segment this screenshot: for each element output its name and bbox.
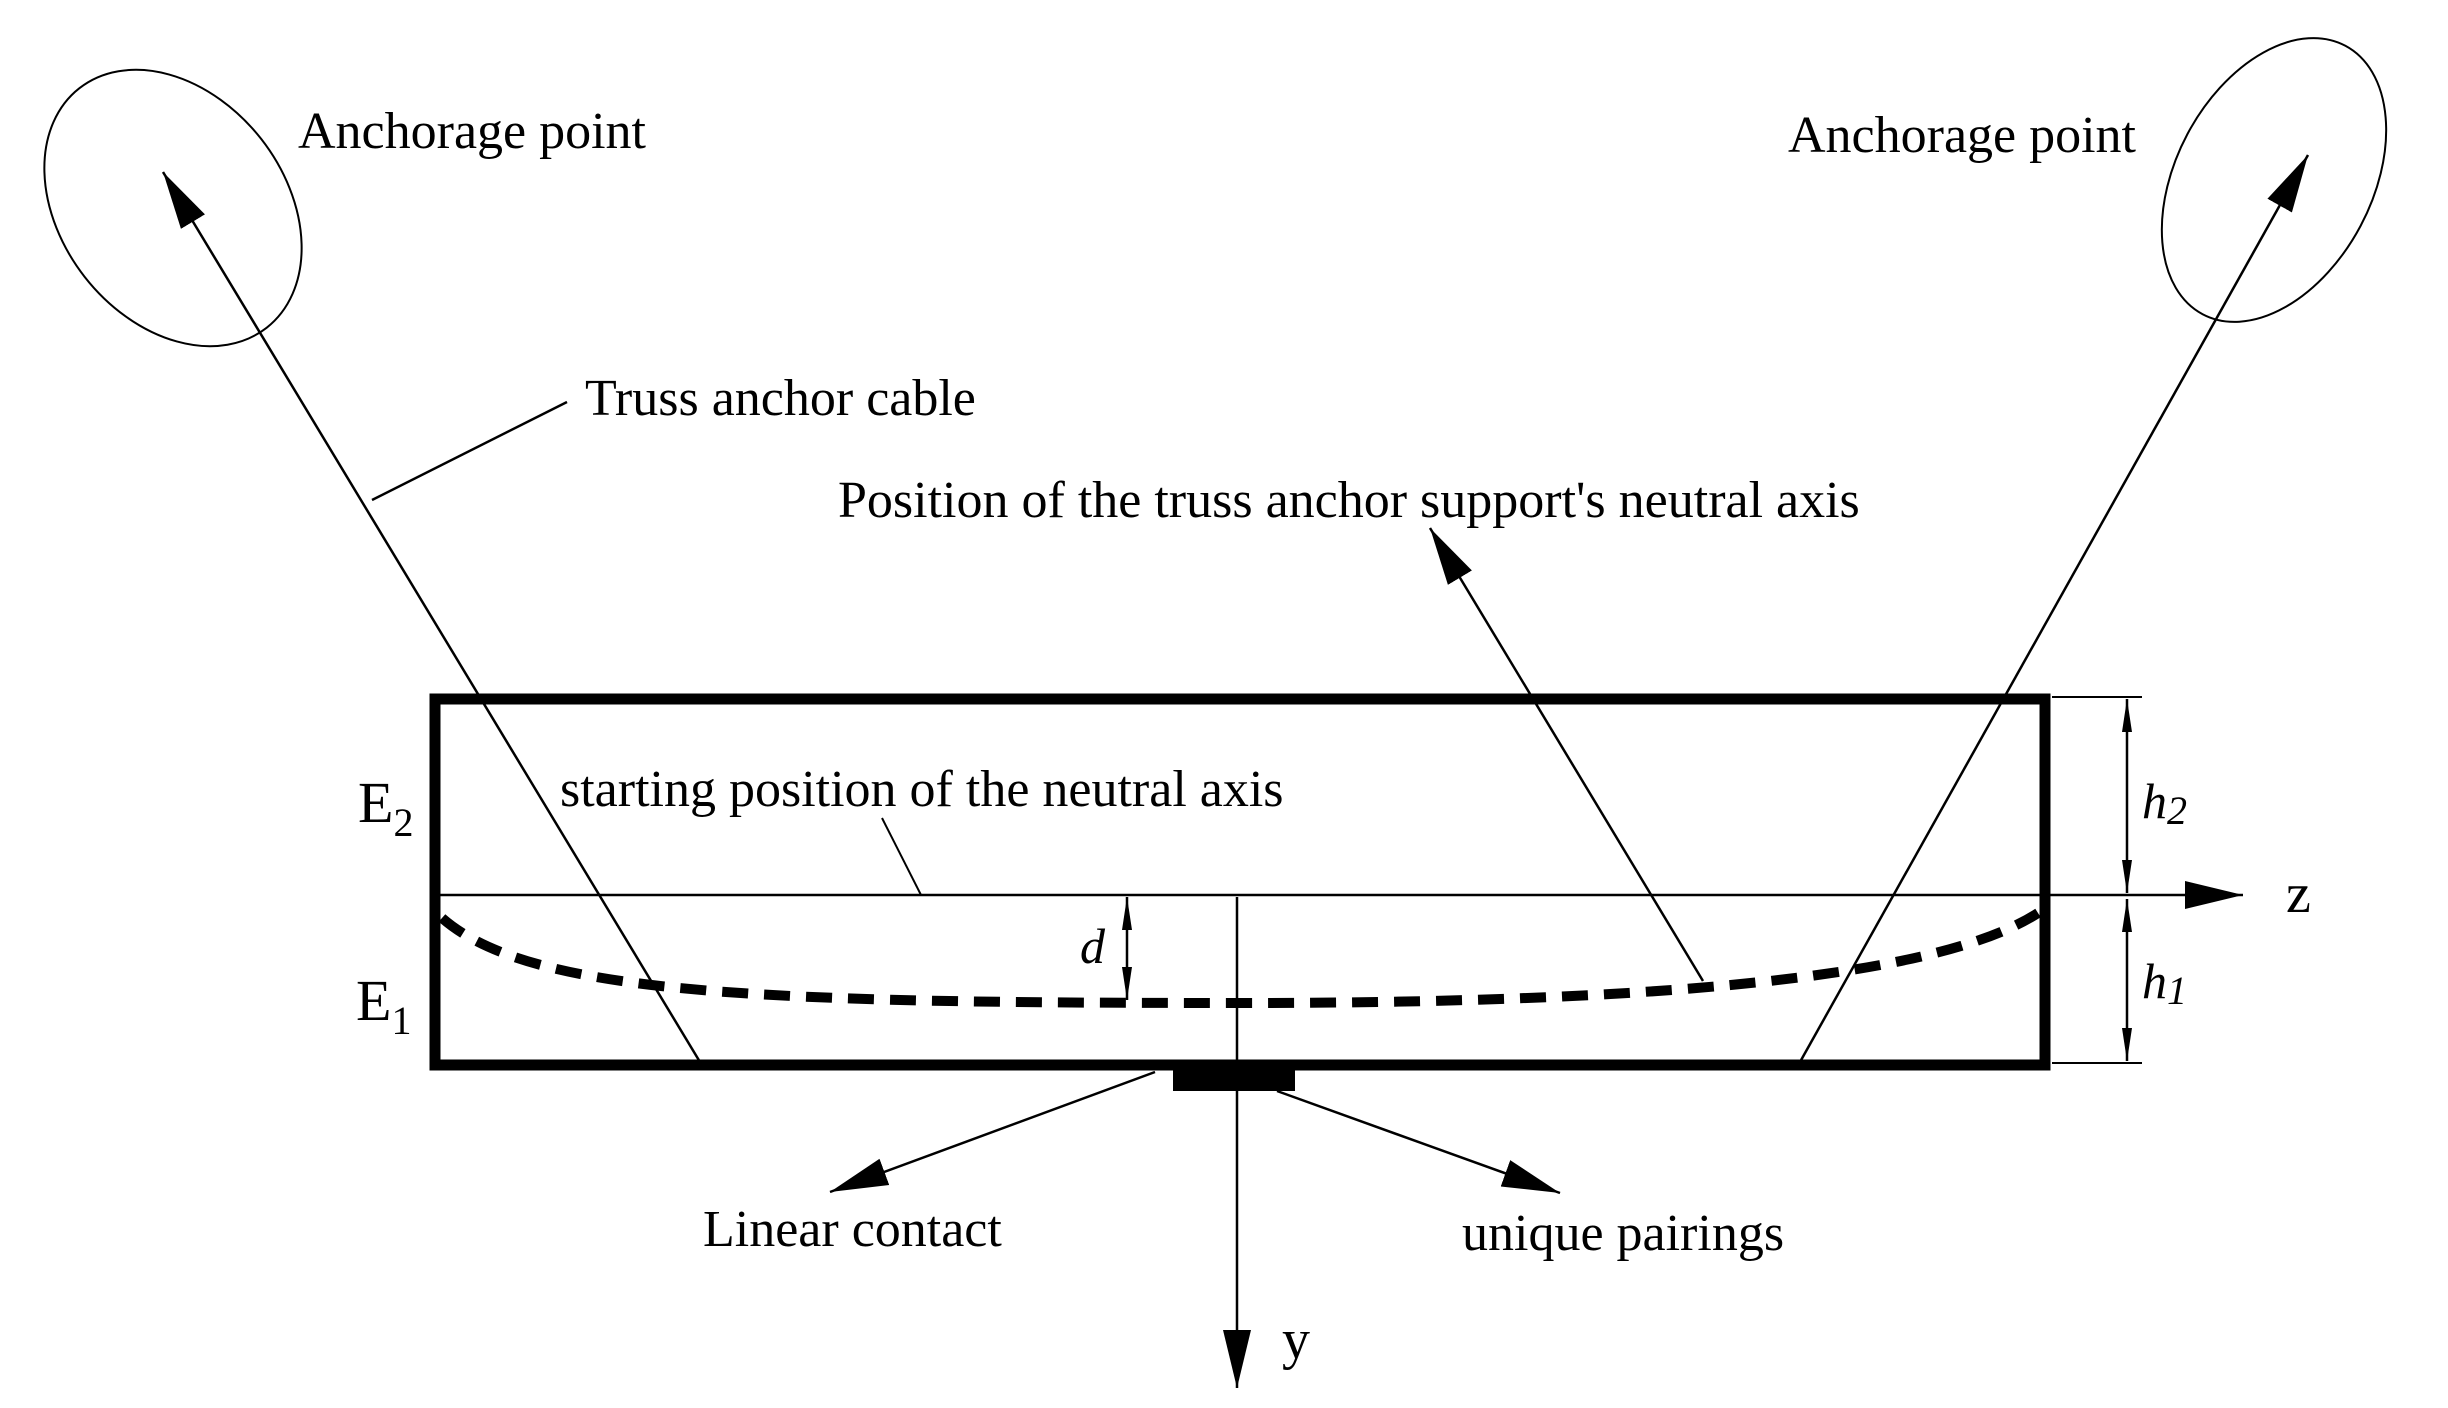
- starting-position-leader: [881, 817, 922, 896]
- lower-layer-modulus-label: E1: [356, 968, 411, 1043]
- right-anchor-cable: [1798, 154, 2310, 1063]
- anchorage-point-left-label: Anchorage point: [298, 103, 647, 160]
- e2-subscript: 2: [393, 800, 413, 845]
- d-dimension-label: d: [1080, 918, 1106, 974]
- h2-letter: h: [2142, 773, 2167, 829]
- e1-subscript: 1: [391, 998, 411, 1043]
- starting-position-label: starting position of the neutral axis: [560, 761, 1284, 818]
- upper-layer-modulus-label: E2: [358, 770, 413, 845]
- truss-cable-label: Truss anchor cable: [585, 370, 976, 427]
- y-axis-label: y: [1282, 1309, 1310, 1371]
- h1-subscript: 1: [2167, 968, 2187, 1013]
- right-anchorage-ellipse: [2160, 37, 2388, 323]
- position-neutral-axis-label: Position of the truss anchor support's n…: [838, 472, 1860, 529]
- unique-pairings-label: unique pairings: [1462, 1205, 1784, 1262]
- e2-letter: E: [358, 770, 393, 835]
- support-block: [1173, 1070, 1295, 1091]
- e1-letter: E: [356, 968, 391, 1033]
- left-anchorage-ellipse: [43, 68, 303, 348]
- truss-cable-leader-line: [371, 400, 568, 502]
- unique-pairings-leader: [1276, 1089, 1561, 1195]
- linear-contact-label: Linear contact: [703, 1201, 1002, 1258]
- z-axis-label: z: [2286, 863, 2311, 925]
- anchorage-point-right-label: Anchorage point: [1788, 107, 2137, 164]
- left-anchor-cable: [161, 171, 702, 1063]
- position-neutral-axis-leader: [1428, 527, 1705, 982]
- h2-dimension-label: h2: [2142, 773, 2187, 833]
- deflected-neutral-axis-curve: [438, 908, 2041, 1009]
- h2-subscript: 2: [2167, 788, 2187, 833]
- linear-contact-leader: [829, 1070, 1156, 1194]
- h1-letter: h: [2142, 953, 2167, 1009]
- h1-dimension-label: h1: [2142, 953, 2187, 1013]
- beam-outline: [429, 693, 2051, 1071]
